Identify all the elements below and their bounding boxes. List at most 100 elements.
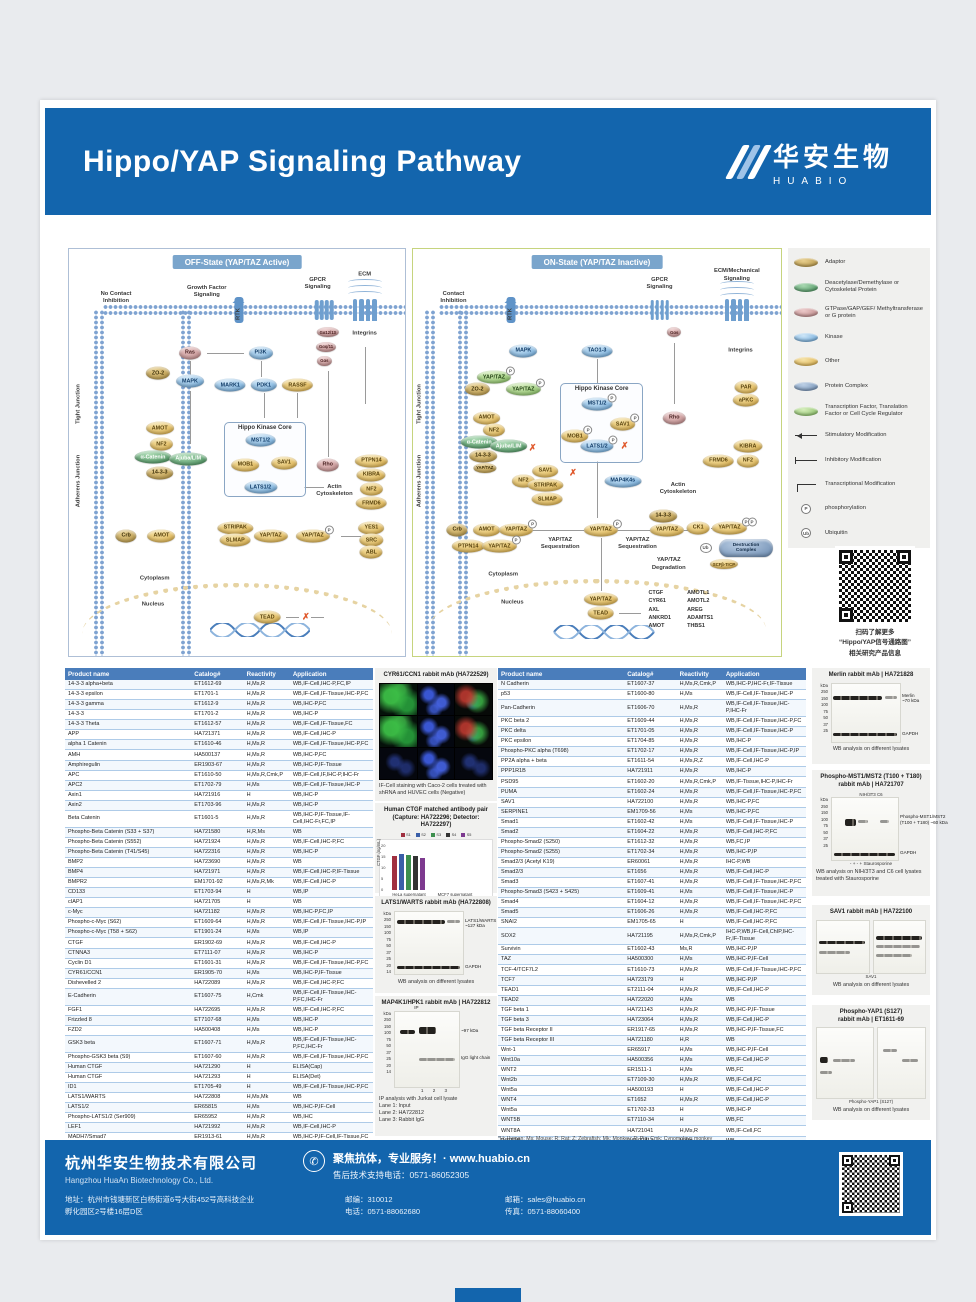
pathway-node-apkc: aPKC — [732, 393, 760, 407]
pathway-node-ajuba-lim: Ajuba/LIM — [169, 452, 208, 466]
product-name: cIAP1 — [65, 897, 192, 909]
catalog-number: HA721182 — [191, 907, 244, 919]
catalog-number: ET1701-2 — [191, 709, 244, 721]
panel-sav1-wb: SAV1 rabbit mAb | HA722100 SAV1 WB analy… — [812, 905, 930, 995]
product-name: Phospho-PKC alpha (T698) — [498, 746, 625, 758]
connector-line — [597, 460, 598, 518]
connector-line — [310, 617, 325, 619]
if-cell — [455, 715, 492, 747]
catalog-number: ET1604-12 — [624, 897, 677, 909]
diagram-label: Cytoplasm — [488, 570, 518, 577]
diagram-title-on: ON-State (YAP/TAZ Inactive) — [531, 255, 663, 269]
application: WB,IHC-P — [289, 847, 373, 858]
catalog-number: HA723064 — [624, 1015, 677, 1026]
reactivity: H,Ms,R — [676, 716, 723, 728]
legend-shape-tf — [794, 406, 818, 416]
reactivity: H,Ms,R — [243, 729, 290, 741]
product-name: BMP2 — [65, 857, 192, 869]
catalog-number: ET1602-42 — [624, 817, 677, 828]
ubiquitin-badge: Ub — [699, 543, 712, 554]
reactivity: H — [243, 790, 290, 801]
pathway-node-kibra: KIBRA — [733, 439, 763, 453]
y-axis-tick: 5 — [381, 875, 384, 881]
legend-shape-kinase — [794, 332, 818, 342]
catalog-number: ET1602-43 — [624, 944, 677, 956]
catalog-number: ET1652 — [624, 1095, 677, 1107]
reactivity: H,Ms — [676, 817, 723, 828]
diagram-label: Adherens Junction — [415, 454, 422, 508]
reactivity: H,Ms — [243, 968, 290, 979]
catalog-number: ER1903-67 — [191, 760, 244, 771]
reactivity: H,Ms — [676, 1055, 723, 1067]
catalog-number: ET1610-73 — [624, 964, 677, 976]
reactivity: H,Ms,R — [243, 837, 290, 848]
legend-entry: S3 — [430, 832, 441, 837]
product-name: CTGF — [65, 937, 192, 949]
product-name: TGF beta Receptor III — [498, 1035, 625, 1046]
catalog-number: ET1705-49 — [191, 1082, 244, 1094]
block-x-icon: ✗ — [620, 440, 629, 451]
wb-band-label: Phospho-YAP1 (S127) — [848, 1099, 894, 1104]
lane-numbers: 1 2 3 — [420, 1087, 452, 1093]
catalog-number: HA722316 — [191, 847, 244, 858]
catalog-number: ET1601-31 — [191, 958, 244, 969]
application: WB,IHC-P,IHC-Fr,IF-Tissue — [722, 680, 806, 691]
legend-item: GTPase/GAP/GEF/ Methyltransferase or G p… — [794, 306, 924, 320]
legend-label: Stimulatory Modification — [825, 432, 887, 439]
catalog-number: ET1600-80 — [624, 689, 677, 701]
product-name: WNT5B — [498, 1115, 625, 1127]
pathway-node-map4k4s: MAP4K4s — [604, 474, 642, 488]
if-cell — [380, 747, 417, 779]
legend-label: Protein Complex — [825, 382, 868, 389]
product-name: LATS1/WARTS — [65, 1092, 192, 1104]
huabio-logo-icon — [724, 144, 773, 179]
reactivity: H,Ms,R — [676, 787, 723, 798]
panel-ctgf-elisa: Human CTGF matched antibody pair (Captur… — [375, 803, 497, 915]
application: WB,IF-Cell,IF,IHC-P,IHC-Fr — [289, 770, 373, 781]
reactivity: H,Ms,R — [676, 766, 723, 778]
application: WB — [289, 1092, 373, 1104]
application: WB,IHC-P — [289, 948, 373, 959]
y-axis-label: CTGF (ng/mL) — [376, 838, 381, 866]
nuclear-envelope — [427, 578, 767, 630]
catalog-number: ET1702-17 — [624, 746, 677, 758]
panel-map4k1-ip: MAP4K1/HPK1 rabbit mAb | HA722812 kDa 25… — [375, 996, 497, 1136]
column-header: Application — [289, 668, 373, 680]
product-name: TEAD1 — [498, 985, 625, 996]
product-name: SAV1 — [498, 797, 625, 808]
wb-image: Phospho-MST1/MST2 (T100 + T180) ~60 kDa … — [831, 797, 948, 861]
integrin-icon — [724, 299, 749, 322]
reactivity: H — [243, 1062, 290, 1073]
product-name: FZD2 — [65, 1025, 192, 1036]
catalog-number: ET1609-44 — [624, 716, 677, 728]
catalog-number: ET1612-57 — [191, 719, 244, 731]
hipp-core-label: Hippo Kinase Core — [574, 386, 629, 393]
pathway-node-tao1-3: TAO1-3 — [581, 344, 613, 358]
connector-line — [189, 360, 191, 378]
support-phone: 售后技术支持电话：0571-86052305 — [333, 1170, 470, 1180]
connector-line — [297, 393, 299, 418]
catalog-number: ER1905-70 — [191, 968, 244, 979]
product-name: Phospho-c-Myc (S62) — [65, 917, 192, 929]
connector-line — [341, 535, 362, 537]
catalog-number: HA721293 — [191, 1072, 244, 1084]
pathway-node-amot: AMOT — [472, 523, 501, 537]
product-name: Phospho-Beta Catenin (S33 + S37) — [65, 827, 192, 838]
catalog-number: ET7111-07 — [191, 948, 244, 959]
legend-entry: S1 — [400, 832, 411, 837]
application: WB,IF-Cell,IF-Tissue,IHC-P — [289, 780, 373, 791]
pathway-node-ptpn14: PTPN14 — [355, 454, 388, 468]
